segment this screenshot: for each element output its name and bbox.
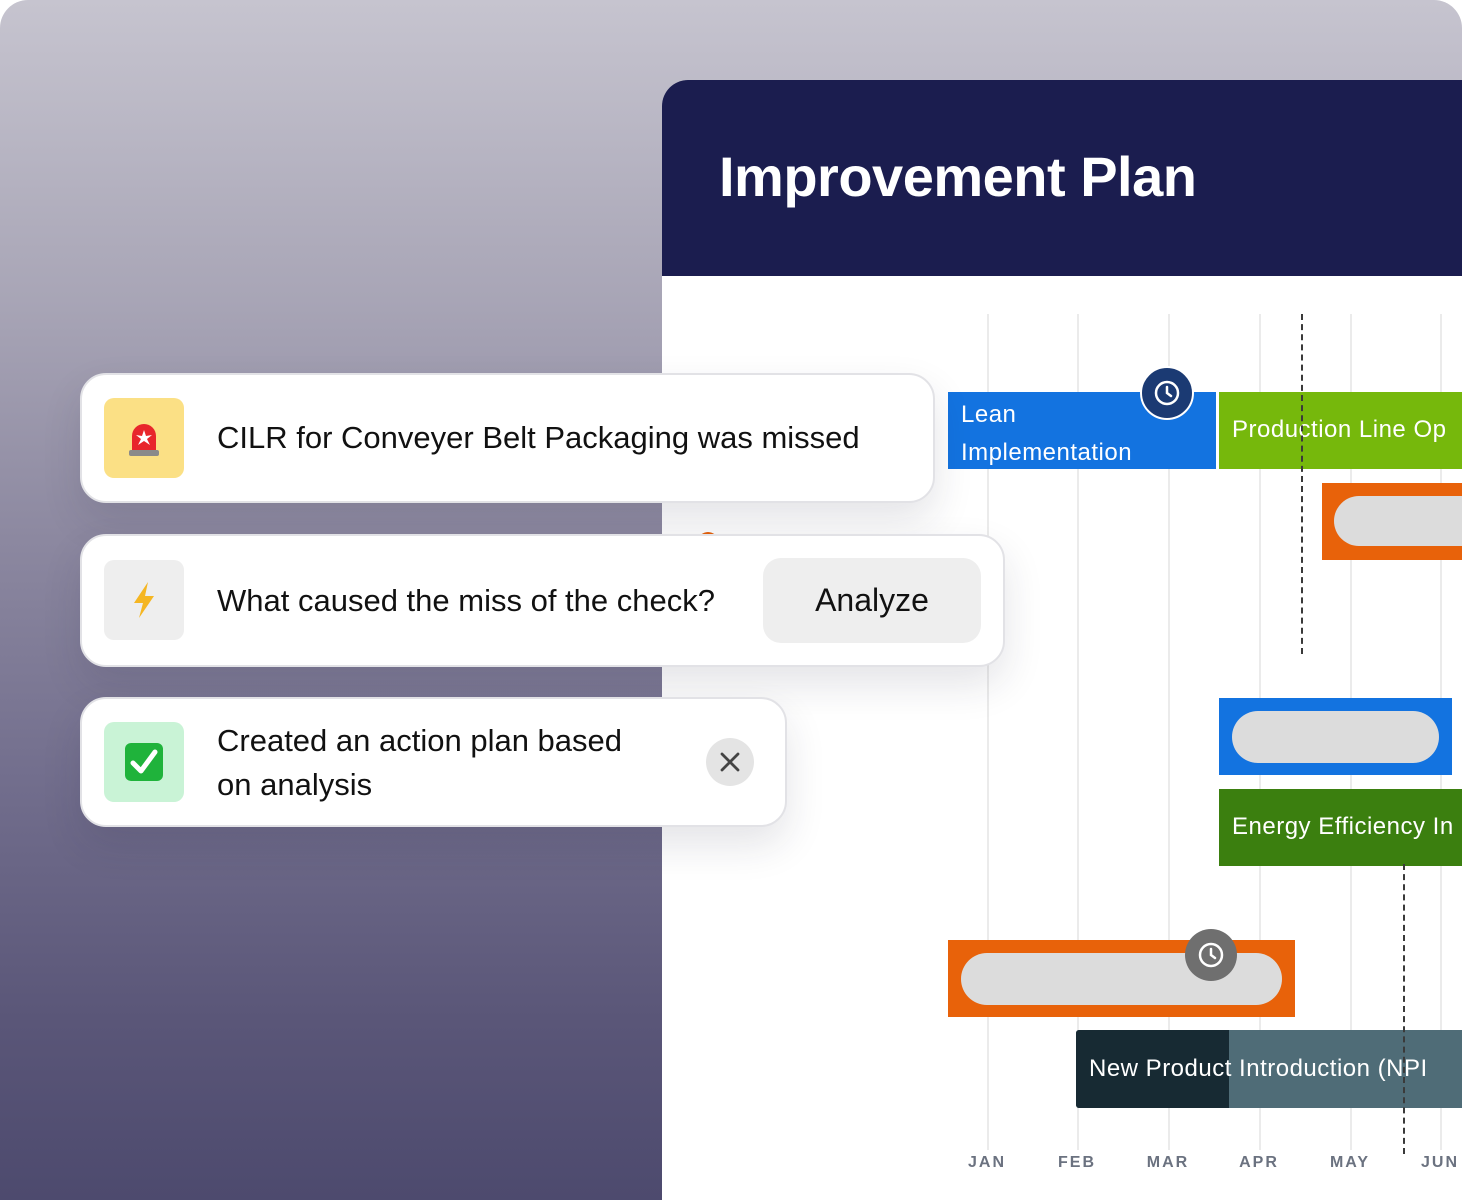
gantt-bar-production-line[interactable]: Production Line Op bbox=[1219, 392, 1462, 469]
prompt-text: What caused the miss of the check? bbox=[217, 583, 715, 618]
deadline-marker bbox=[1403, 864, 1405, 1154]
action-plan-created-card[interactable]: Created an action plan based on analysis bbox=[80, 697, 787, 827]
check-mark-icon-glyph bbox=[125, 743, 163, 781]
bar-label-line-1: Lean bbox=[961, 401, 1017, 428]
placeholder-pill bbox=[1334, 496, 1462, 546]
close-icon bbox=[720, 752, 740, 772]
grid-line-mar bbox=[1168, 314, 1170, 1150]
month-label: JUN bbox=[1420, 1154, 1459, 1171]
siren-icon-glyph bbox=[129, 424, 159, 456]
root-cause-prompt-card[interactable]: What caused the miss of the check? Analy… bbox=[80, 534, 1005, 667]
grid-line-jan bbox=[987, 314, 989, 1150]
placeholder-pill bbox=[1232, 711, 1439, 763]
check-mark-icon bbox=[104, 722, 184, 802]
grid-line-feb bbox=[1077, 314, 1079, 1150]
clock-icon[interactable] bbox=[1185, 929, 1237, 981]
panel-header: Improvement Plan bbox=[662, 80, 1462, 276]
clock-icon[interactable] bbox=[1140, 366, 1194, 420]
month-label: MAR bbox=[1146, 1154, 1190, 1171]
missed-check-notification[interactable]: CILR for Conveyer Belt Packaging was mis… bbox=[80, 373, 935, 503]
gantt-bar-new-product-introduction[interactable]: New Product Introduction (NPI bbox=[1076, 1030, 1462, 1108]
bar-label: New Product Introduction (NPI bbox=[1089, 1055, 1428, 1082]
panel-title: Improvement Plan bbox=[719, 145, 1197, 208]
today-marker bbox=[1301, 314, 1303, 654]
gantt-bar-orange-2[interactable] bbox=[948, 940, 1295, 1017]
clock-icon-glyph bbox=[1154, 380, 1180, 406]
action-plan-text-line-2: on analysis bbox=[217, 767, 373, 802]
improvement-plan-panel: Improvement Plan Lean Implementation Pro… bbox=[662, 80, 1462, 1200]
bar-label: Production Line Op bbox=[1232, 416, 1447, 443]
lightning-icon-glyph bbox=[134, 582, 154, 618]
lightning-icon bbox=[104, 560, 184, 640]
gantt-bar-lean-implementation[interactable]: Lean Implementation bbox=[948, 392, 1216, 469]
analyze-button[interactable]: Analyze bbox=[763, 558, 981, 643]
close-button[interactable] bbox=[706, 738, 754, 786]
gantt-bar-energy-efficiency[interactable]: Energy Efficiency In bbox=[1219, 789, 1462, 866]
bar-label-line-2: Implementation bbox=[961, 439, 1133, 466]
bar-progress-fill bbox=[1076, 1030, 1229, 1108]
month-label: MAY bbox=[1329, 1154, 1371, 1171]
gantt-bar-blue-2[interactable] bbox=[1219, 698, 1452, 775]
siren-icon bbox=[104, 398, 184, 478]
month-label: JAN bbox=[967, 1154, 1006, 1171]
month-label: FEB bbox=[1058, 1154, 1096, 1171]
action-plan-text-line-1: Created an action plan based bbox=[217, 723, 623, 758]
gantt-bar-orange-1[interactable] bbox=[1322, 483, 1462, 560]
clock-icon-glyph bbox=[1198, 942, 1224, 968]
bar-label: Energy Efficiency In bbox=[1232, 813, 1454, 840]
notification-text: CILR for Conveyer Belt Packaging was mis… bbox=[217, 420, 860, 455]
month-label: APR bbox=[1239, 1154, 1279, 1171]
